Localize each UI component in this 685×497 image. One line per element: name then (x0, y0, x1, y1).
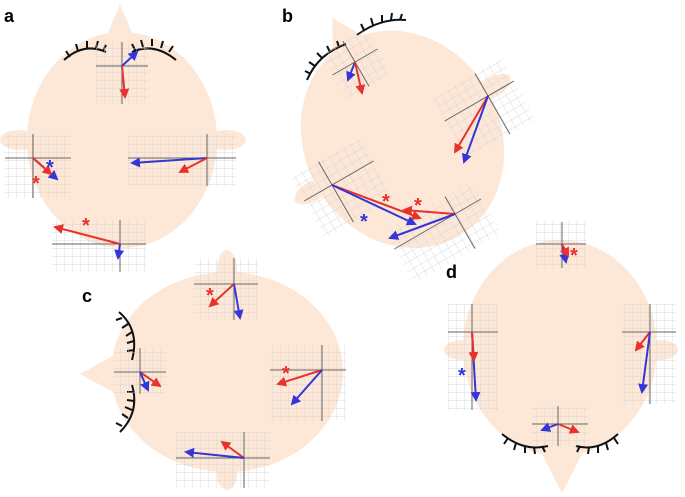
significance-star: * (458, 365, 466, 387)
arrow-blue (638, 331, 651, 394)
arrow-blue (388, 213, 456, 240)
arrow-blue (139, 371, 150, 392)
arrow-red (453, 95, 489, 154)
eyelashes-d (501, 433, 619, 455)
grid-c-top (194, 258, 258, 320)
arrow-red (402, 205, 456, 216)
grid-b-left (290, 137, 396, 239)
significance-star: * (282, 363, 290, 385)
panel-label-d: d (446, 262, 457, 282)
arrow-blue (130, 157, 208, 168)
panel-label-c: c (82, 286, 92, 306)
arrow-red (220, 440, 245, 459)
grid-b-bottom (384, 181, 501, 284)
arrow-red (208, 283, 235, 308)
significance-star: * (82, 215, 90, 237)
arrow-blue (540, 422, 559, 432)
grid-a-left (5, 134, 71, 198)
arrow-red (354, 61, 366, 95)
grid-d-top (536, 222, 586, 268)
arrow-red (139, 371, 162, 388)
grid-d-bottom (532, 406, 588, 446)
arrow-red (32, 157, 53, 176)
arrow-red (468, 331, 479, 362)
significance-star: * (414, 195, 422, 217)
arrow-blue (290, 369, 323, 406)
arrow-blue (114, 243, 125, 260)
arrow-blue (233, 283, 244, 320)
arrow-red (557, 423, 580, 434)
arrow-red (53, 224, 121, 245)
panel-a: a * * (0, 4, 246, 272)
grid-c-bottom (176, 432, 270, 488)
significance-star: * (206, 285, 214, 307)
arrow-blue (346, 61, 356, 82)
arrow-blue (331, 184, 417, 226)
head-a (0, 4, 246, 248)
arrow-blue (184, 447, 245, 459)
grid-a-bottom (52, 220, 146, 272)
panel-b: b (282, 6, 536, 284)
panel-label-a: a (4, 6, 15, 26)
arrow-red (276, 369, 323, 387)
panel-d: d * * (444, 222, 678, 493)
arrow-red (634, 331, 651, 352)
arrow-red (178, 157, 208, 173)
significance-star: * (46, 157, 54, 179)
significance-star: * (382, 191, 390, 213)
panel-c: c * * (80, 250, 346, 490)
significance-star: * (570, 245, 578, 267)
grid-d-right (622, 304, 676, 404)
significance-star: * (360, 211, 368, 233)
arrow-red (559, 243, 569, 258)
significance-star: * (32, 173, 40, 195)
arrow-red (119, 65, 130, 99)
arrow-blue (462, 95, 489, 164)
panel-label-b: b (282, 6, 293, 26)
arrow-blue (121, 50, 139, 67)
